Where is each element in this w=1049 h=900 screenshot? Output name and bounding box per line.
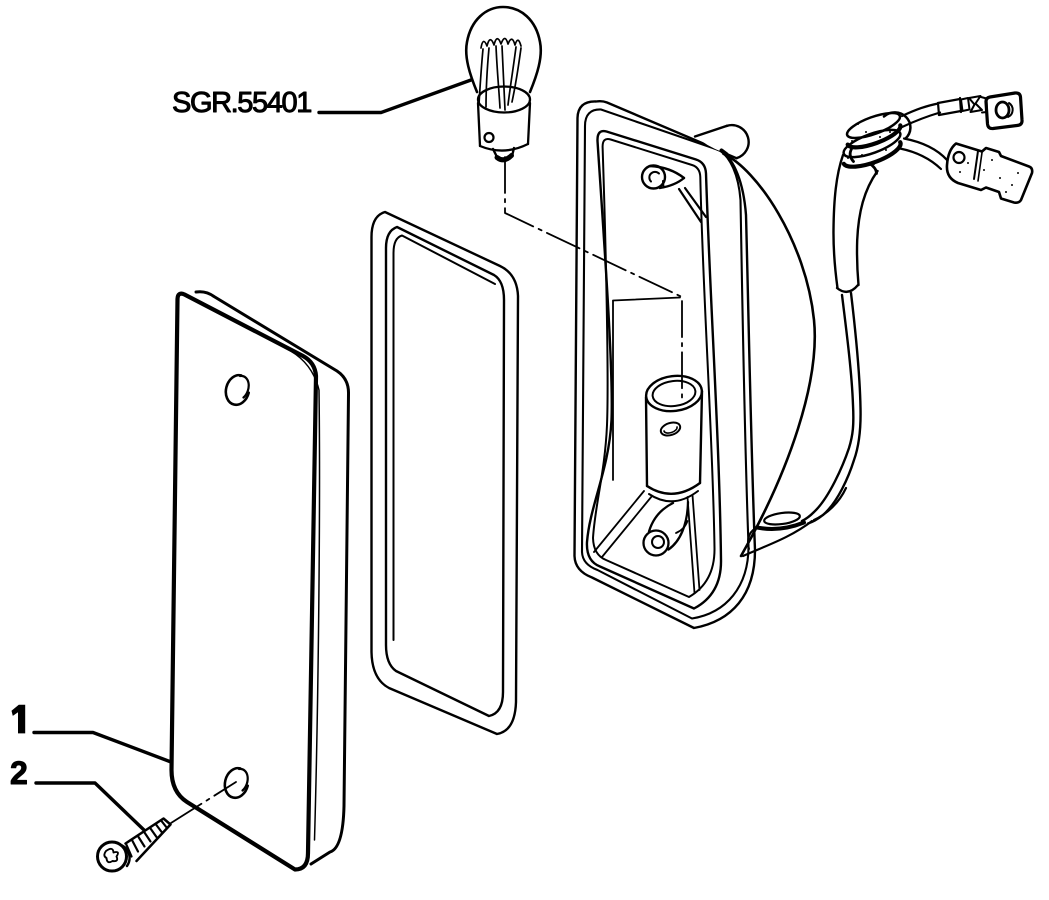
svg-text:2: 2 [10,755,28,791]
svg-text:SGR.55401: SGR.55401 [172,87,311,119]
